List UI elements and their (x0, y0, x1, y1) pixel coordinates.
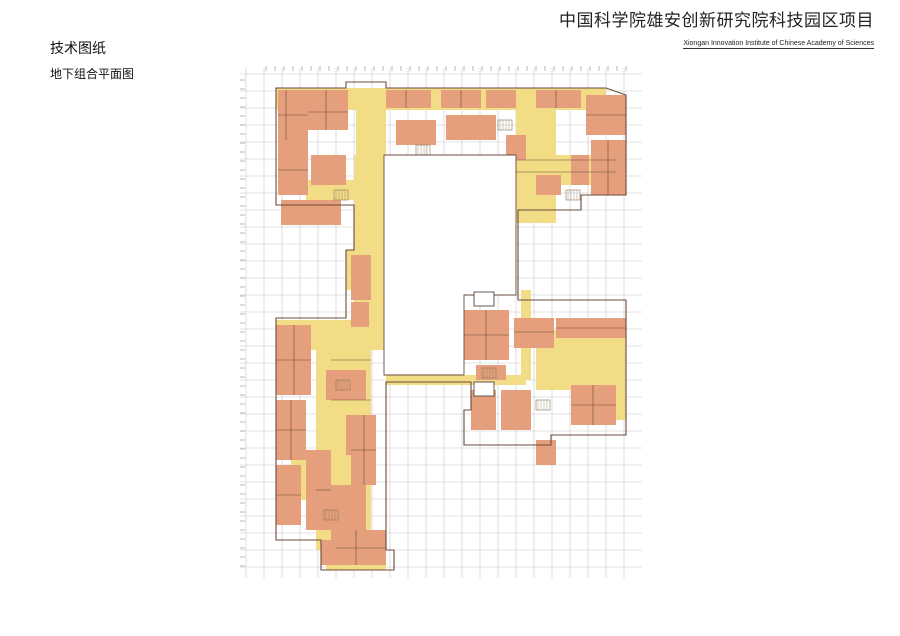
ramp-opening (473, 291, 495, 307)
stair-box (323, 509, 339, 521)
room (281, 200, 341, 225)
stair (323, 509, 339, 521)
room-blocks (276, 90, 626, 565)
room (446, 115, 496, 140)
outer-wall (275, 81, 627, 571)
room (321, 540, 341, 565)
room (396, 120, 436, 145)
room (514, 318, 554, 348)
room (386, 90, 431, 108)
room (326, 370, 366, 400)
stair (415, 144, 431, 156)
room (536, 440, 556, 465)
drawing-title: 地下组合平面图 (50, 67, 135, 81)
room (308, 90, 348, 130)
room (351, 302, 369, 327)
stair (481, 367, 497, 379)
room (506, 135, 526, 160)
room (486, 90, 516, 108)
room (591, 140, 626, 195)
room (351, 255, 371, 300)
courtyard-edge (383, 154, 517, 376)
room (278, 140, 308, 195)
building-outline (275, 81, 627, 571)
room (501, 390, 531, 430)
ramp-opening (473, 381, 495, 397)
room (571, 155, 589, 185)
project-title: 中国科学院雄安创新研究院科技园区项目 (559, 11, 874, 31)
floor-plan-drawing (240, 66, 642, 578)
stair (535, 399, 551, 411)
basement-floor-plan (236, 60, 646, 585)
stair-box (481, 367, 497, 379)
stair (565, 189, 581, 201)
stair-box (497, 119, 513, 131)
project-subtitle: Xiongan Innovation Institute of Chinese … (683, 40, 874, 49)
stair-box (565, 189, 581, 201)
room (336, 530, 386, 565)
stair-box (535, 399, 551, 411)
stair (497, 119, 513, 131)
room (311, 155, 346, 185)
room (536, 175, 561, 195)
section-title: 技术图纸 (50, 41, 106, 57)
stair (333, 189, 349, 201)
stair-box (335, 379, 351, 391)
room (536, 90, 581, 108)
room (471, 390, 496, 430)
stair-box (333, 189, 349, 201)
stair (335, 379, 351, 391)
room (476, 365, 506, 380)
corridor (386, 375, 526, 385)
